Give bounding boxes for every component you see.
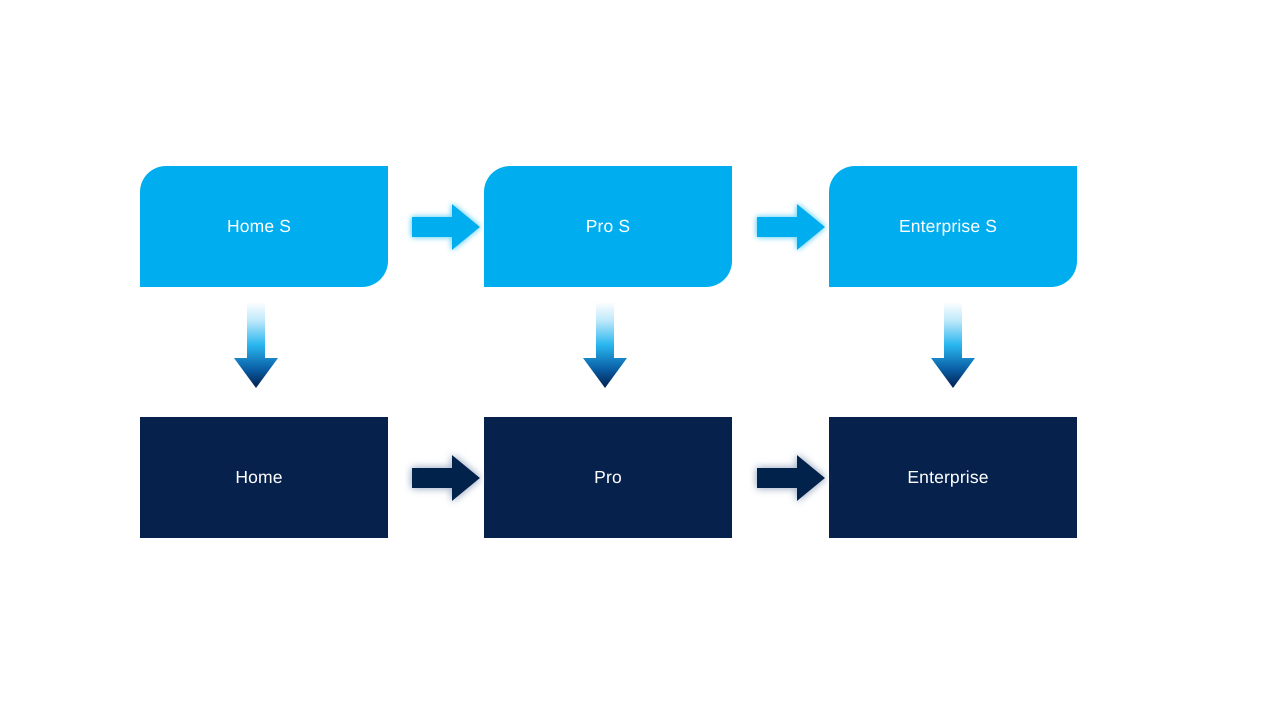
node-pro-s[interactable]: Pro S: [484, 166, 732, 287]
node-label-home-s: Home S: [226, 216, 292, 236]
arrow-down-icon-home: [234, 302, 278, 388]
node-label-pro-s: Pro S: [585, 216, 631, 236]
node-pro[interactable]: Pro: [484, 417, 732, 538]
node-label-home: Home: [235, 467, 283, 487]
node-home[interactable]: Home: [140, 417, 388, 538]
node-enterprise[interactable]: Enterprise: [829, 417, 1077, 538]
arrow-down-icon-pro: [583, 302, 627, 388]
arrow-right-icon-product-2: [757, 455, 825, 501]
arrow-down-icon-enterprise: [931, 302, 975, 388]
arrow-right-icon-service-2: [757, 204, 825, 250]
node-enterprise-s[interactable]: Enterprise S: [829, 166, 1077, 287]
arrow-right-icon-product-1: [412, 455, 480, 501]
node-label-enterprise-s: Enterprise S: [898, 216, 998, 236]
node-home-s[interactable]: Home S: [140, 166, 388, 287]
node-label-pro: Pro: [594, 467, 622, 487]
node-label-enterprise: Enterprise: [907, 467, 989, 487]
arrow-right-icon-service-1: [412, 204, 480, 250]
